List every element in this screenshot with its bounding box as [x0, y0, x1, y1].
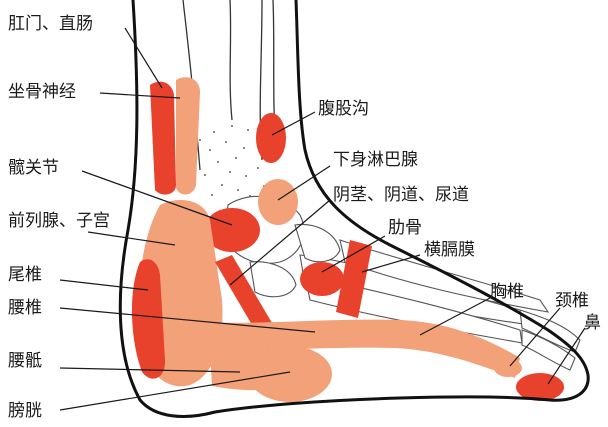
zone-groin	[256, 113, 286, 163]
label-thoracic: 胸椎	[490, 282, 524, 302]
label-lower-lymph: 下身淋巴腺	[333, 150, 418, 170]
zone-coccyx	[132, 259, 165, 378]
label-hip-joint: 髋关节	[8, 158, 59, 178]
zone-genital	[300, 262, 344, 296]
label-bladder: 膀胱	[8, 401, 42, 421]
zone-lower-lymph	[258, 179, 298, 225]
zone-bladder	[248, 346, 332, 402]
zone-sciatic-nerve	[176, 77, 200, 194]
reflex-zones	[132, 77, 564, 402]
label-genital: 阴茎、阴道、尿道	[333, 185, 469, 205]
label-sciatic-nerve: 坐骨神经	[8, 82, 76, 102]
speckle-texture	[199, 125, 265, 197]
label-sacrum: 腰骶	[8, 351, 42, 371]
label-cervical: 颈椎	[555, 291, 589, 311]
zone-anus-rectum	[150, 82, 176, 195]
label-lumbar: 腰椎	[8, 298, 42, 318]
label-coccyx: 尾椎	[8, 265, 42, 285]
label-ribs: 肋骨	[388, 218, 422, 238]
label-prostate-uterus: 前列腺、子宫	[8, 211, 110, 231]
label-nose: 鼻	[584, 313, 601, 333]
label-diaphragm: 横膈膜	[424, 240, 475, 260]
label-anus-rectum: 肛门、直肠	[8, 14, 93, 34]
zone-cervical	[494, 359, 522, 377]
label-groin: 腹股沟	[318, 99, 369, 119]
